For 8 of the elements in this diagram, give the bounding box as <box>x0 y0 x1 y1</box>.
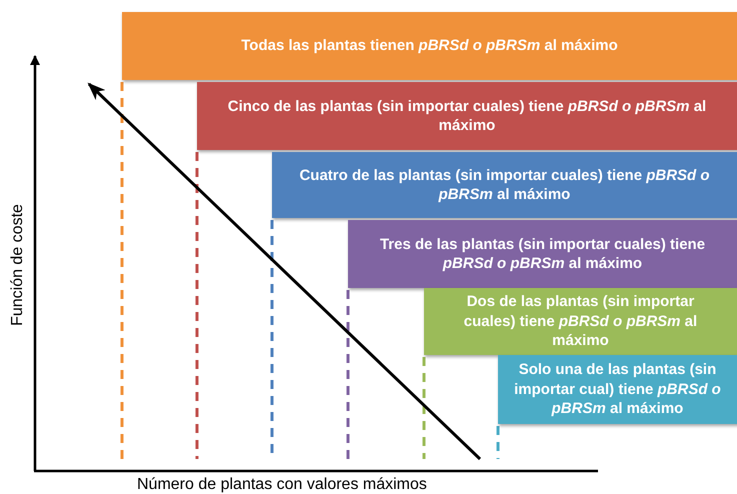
level-band: Tres de las plantas (sin importar cuales) tiene pBRSd o pBRSm al máximo <box>348 220 737 288</box>
level-band: Solo una de las plantas (sin importar cual) tiene pBRSd o pBRSm al máximo <box>498 355 737 424</box>
level-band: Cinco de las plantas (sin importar cuales) tiene pBRSd o pBRSm al máximo <box>197 82 737 150</box>
level-band: Dos de las plantas (sin importar cuales) tiene pBRSd o pBRSm al máximo <box>424 288 737 355</box>
level-band: Cuatro de las plantas (sin importar cuales) tiene pBRSd o pBRSm al máximo <box>272 152 737 218</box>
x-axis-label: Número de plantas con valores máximos <box>137 477 427 493</box>
level-band: Todas las plantas tienen pBRSd o pBRSm al máximo <box>122 12 737 80</box>
y-axis-label: Función de coste <box>9 204 27 326</box>
